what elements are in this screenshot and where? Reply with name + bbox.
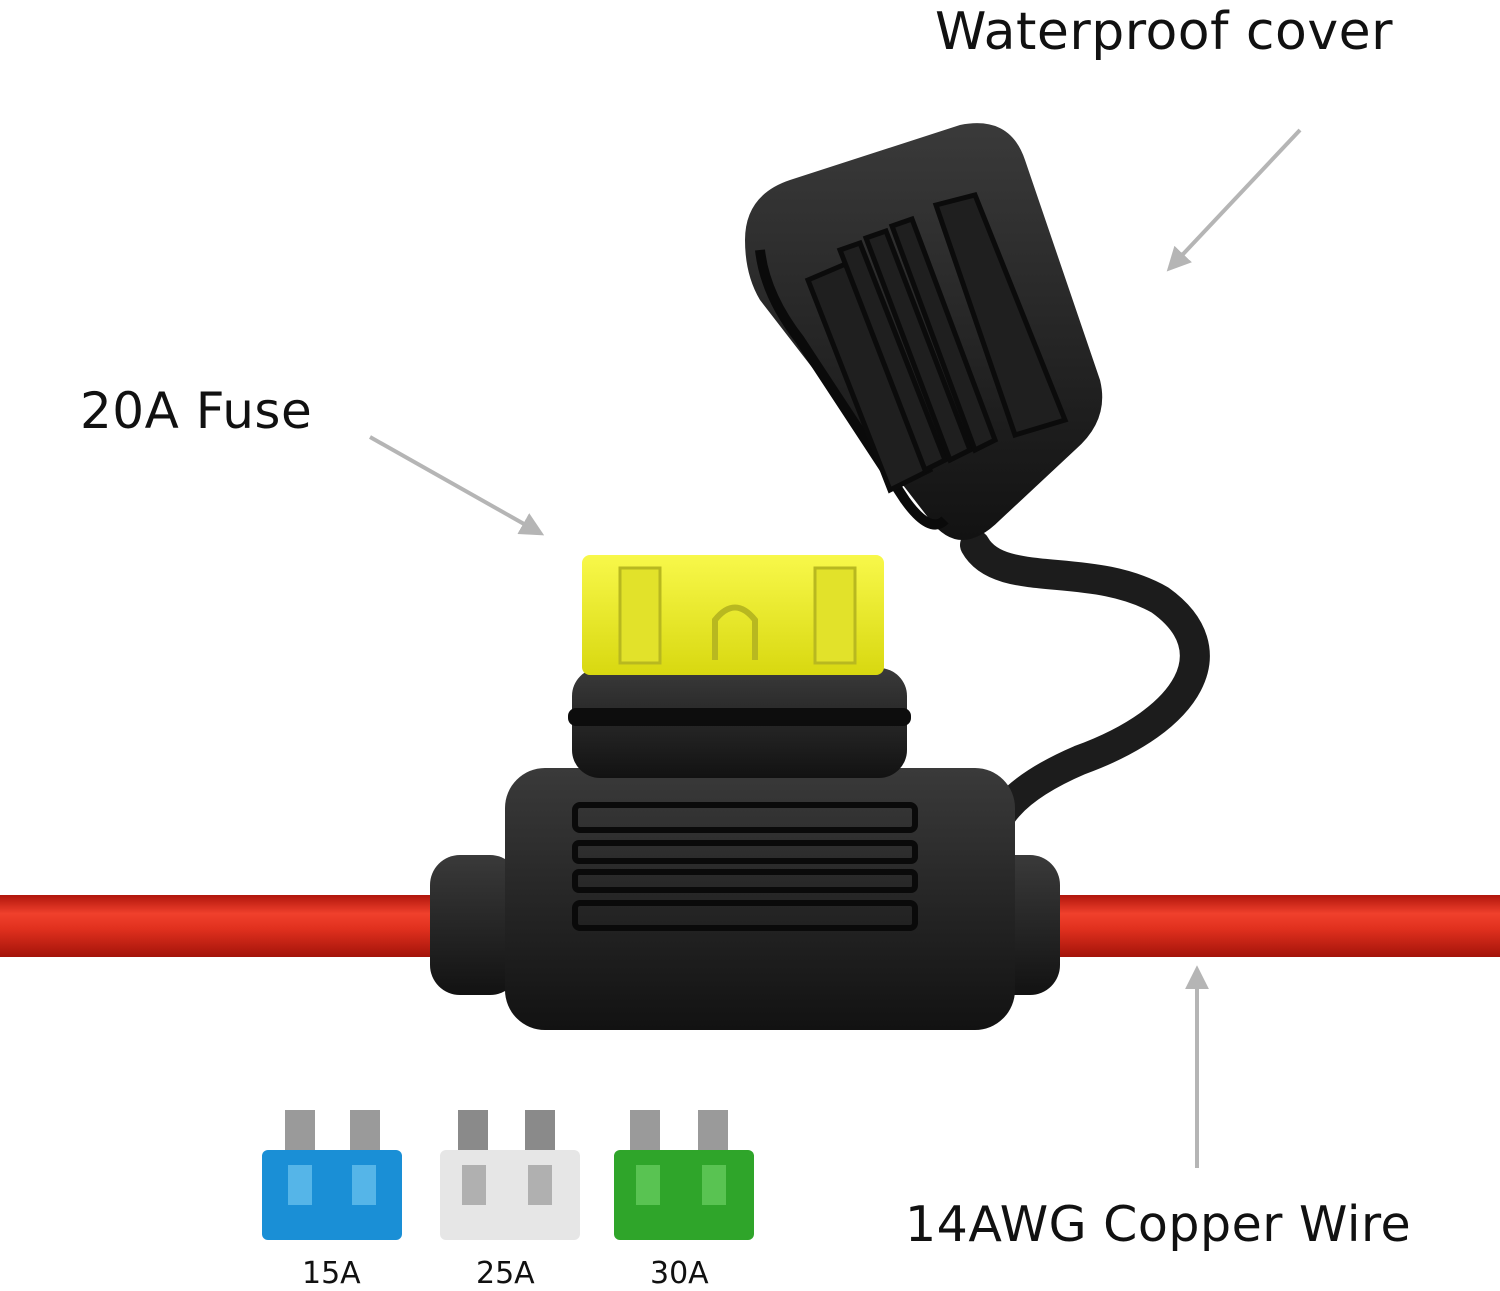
- copper-wire-label: 14AWG Copper Wire: [905, 1196, 1412, 1253]
- copper-wire: [0, 895, 1500, 957]
- spare-fuse-label-30a: 30A: [650, 1256, 709, 1291]
- fuse-socket: [568, 668, 911, 778]
- spare-fuse-label-15a: 15A: [302, 1256, 361, 1291]
- fuse-label: 20A Fuse: [80, 382, 313, 440]
- fuse-holder-body: [430, 768, 1060, 1030]
- spare-fuse-15a: [262, 1110, 402, 1240]
- spare-fuse-label-25a: 25A: [476, 1256, 535, 1291]
- cover-tether: [960, 530, 1210, 875]
- pointer-arrows: [369, 128, 1302, 1168]
- spare-fuse-30a: [614, 1110, 754, 1240]
- waterproof-cover-label: Waterproof cover: [935, 2, 1393, 62]
- cover-arrow: [1166, 128, 1302, 272]
- spare-fuse-25a: [440, 1110, 580, 1240]
- fuse-arrow: [369, 435, 545, 536]
- main-fuse-20a: [582, 555, 884, 675]
- waterproof-cover: [745, 123, 1103, 540]
